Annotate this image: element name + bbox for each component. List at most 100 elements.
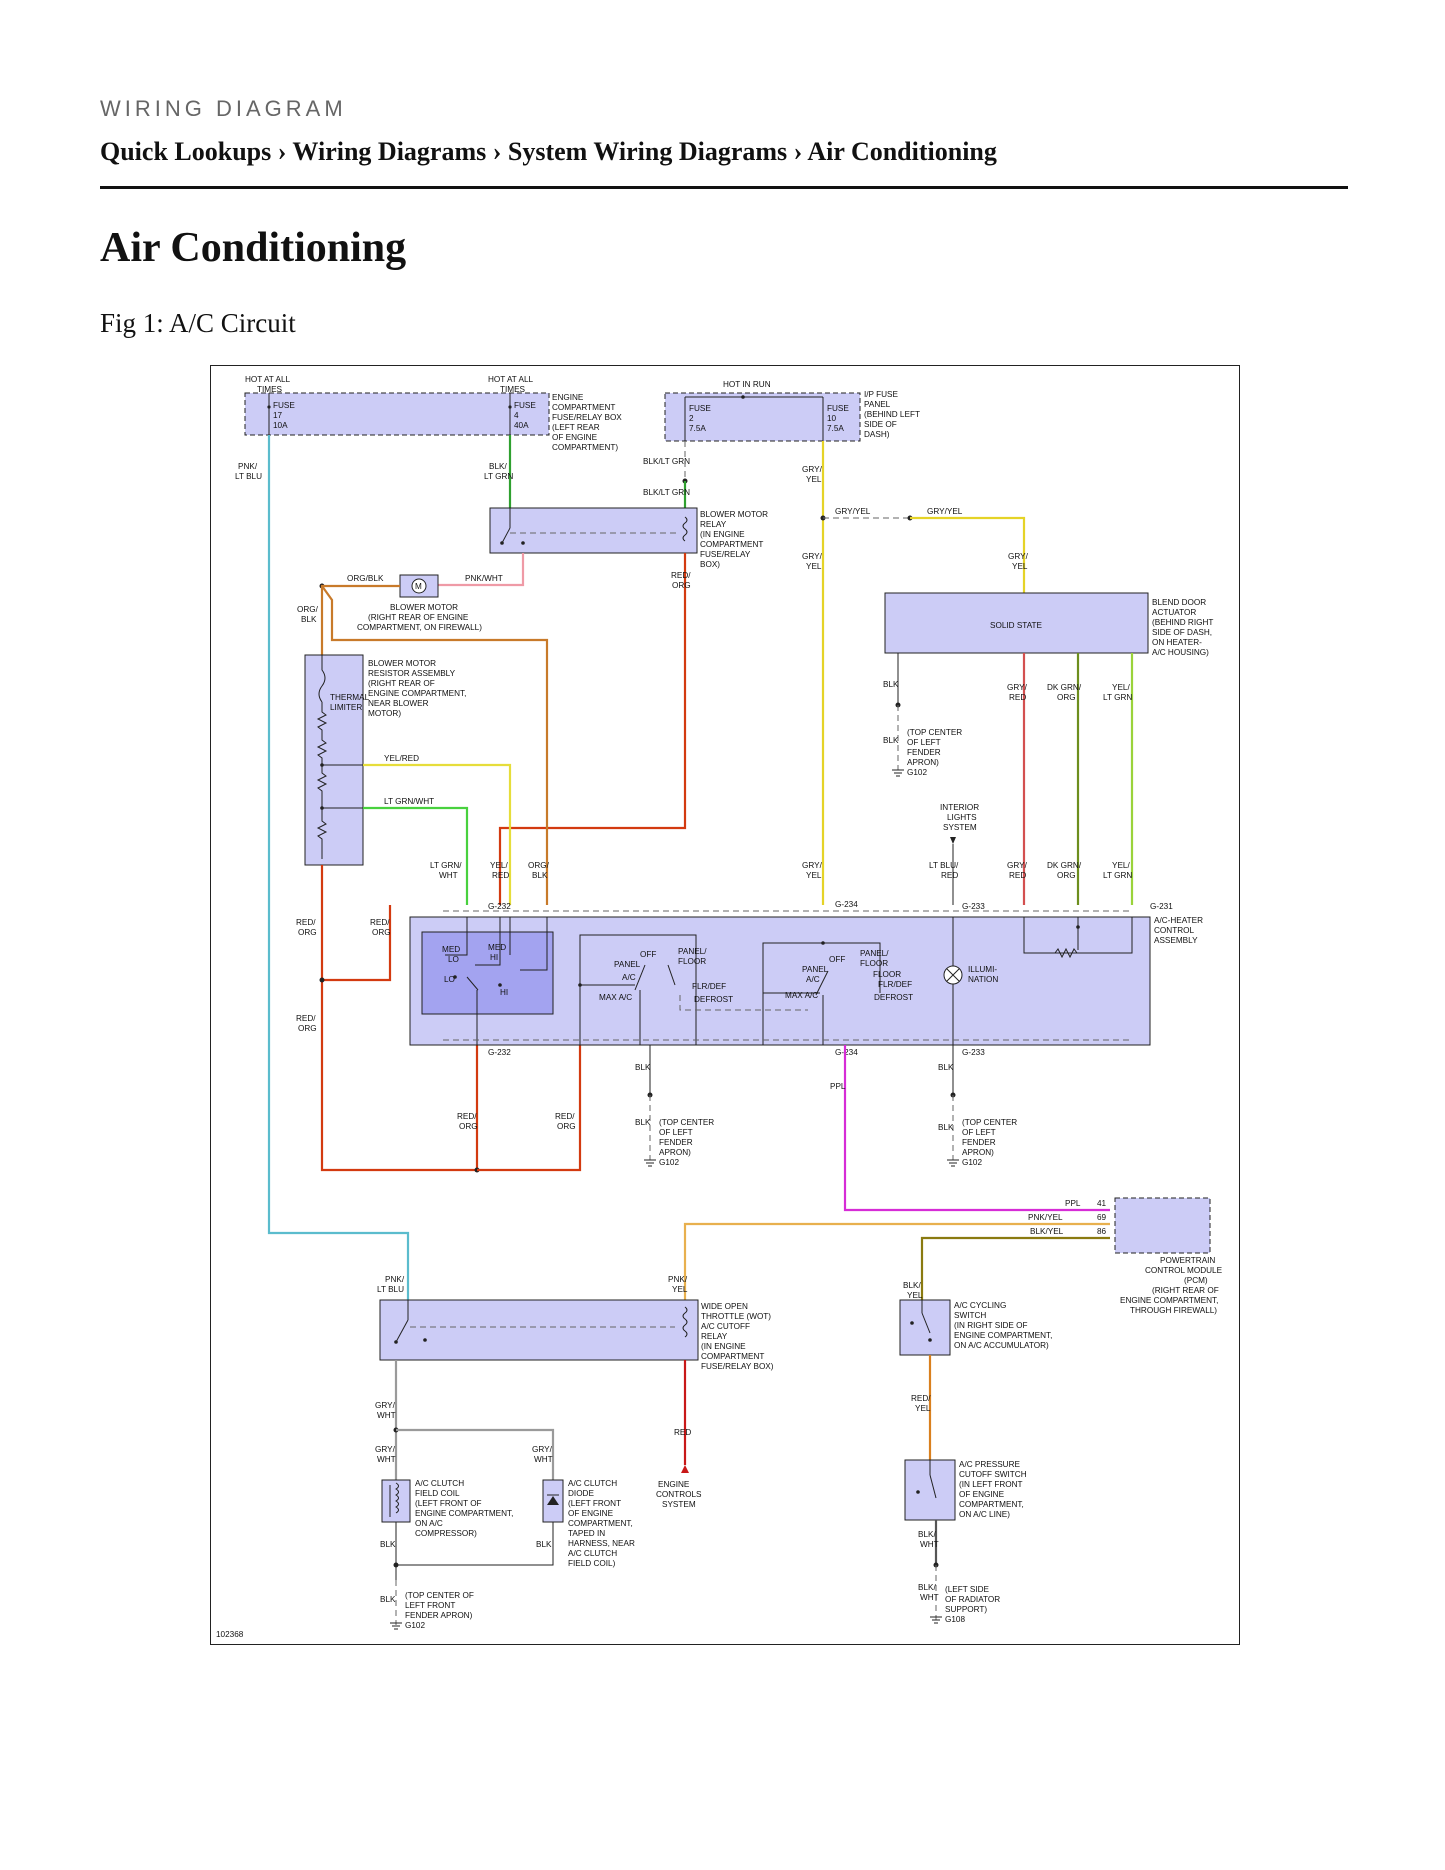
breadcrumb[interactable]: Quick Lookups › Wiring Diagrams › System…	[100, 137, 997, 166]
svg-text:BLOWER MOTOR: BLOWER MOTOR	[390, 603, 458, 612]
svg-text:RED/: RED/	[671, 571, 691, 580]
svg-text:TAPED IN: TAPED IN	[568, 1529, 605, 1538]
svg-text:GRY/: GRY/	[802, 465, 823, 474]
svg-text:BLK: BLK	[938, 1063, 954, 1072]
svg-text:RED/: RED/	[296, 918, 316, 927]
svg-text:YEL: YEL	[915, 1404, 931, 1413]
svg-text:OFF: OFF	[640, 950, 656, 959]
svg-text:TIMES: TIMES	[500, 385, 526, 394]
svg-text:LO: LO	[444, 975, 455, 984]
ip-fuse-panel: HOT IN RUN FUSE 2 7.5A FUSE 10 7.5A I/P …	[664, 380, 920, 442]
ac-circuit-diagram: HOT AT ALL TIMES HOT AT ALL TIMES FUSE 1…	[210, 365, 1240, 1645]
svg-text:FUSE/RELAY BOX: FUSE/RELAY BOX	[552, 413, 622, 422]
svg-text:YEL/: YEL/	[1112, 683, 1130, 692]
svg-text:OF LEFT: OF LEFT	[907, 738, 941, 747]
svg-text:FUSE: FUSE	[273, 401, 295, 410]
svg-text:BLK: BLK	[635, 1063, 651, 1072]
svg-text:ACTUATOR: ACTUATOR	[1152, 608, 1196, 617]
header-divider	[100, 186, 1348, 189]
svg-text:A/C PRESSURE: A/C PRESSURE	[959, 1460, 1021, 1469]
svg-text:YEL/: YEL/	[490, 861, 508, 870]
svg-text:G-231: G-231	[1150, 902, 1173, 911]
svg-text:G-233: G-233	[962, 1048, 985, 1057]
svg-text:FUSE/RELAY BOX): FUSE/RELAY BOX)	[701, 1362, 774, 1371]
svg-text:PANEL: PANEL	[614, 960, 641, 969]
svg-text:WIDE OPEN: WIDE OPEN	[701, 1302, 748, 1311]
wot-ac-cutoff-relay: WIDE OPEN THROTTLE (WOT) A/C CUTOFF RELA…	[379, 1299, 774, 1371]
svg-text:(PCM): (PCM)	[1184, 1276, 1208, 1285]
svg-text:FENDER APRON): FENDER APRON)	[405, 1611, 473, 1620]
svg-text:(TOP CENTER: (TOP CENTER	[962, 1118, 1017, 1127]
svg-text:ENGINE COMPARTMENT,: ENGINE COMPARTMENT,	[954, 1331, 1052, 1340]
svg-text:PNK/: PNK/	[668, 1275, 688, 1284]
svg-text:APRON): APRON)	[659, 1148, 691, 1157]
svg-text:G-232: G-232	[488, 902, 511, 911]
svg-text:THROTTLE (WOT): THROTTLE (WOT)	[701, 1312, 771, 1321]
svg-text:(LEFT FRONT: (LEFT FRONT	[568, 1499, 621, 1508]
svg-text:DK GRN/: DK GRN/	[1047, 861, 1082, 870]
svg-text:GRY/: GRY/	[375, 1401, 396, 1410]
svg-text:ENGINE COMPARTMENT,: ENGINE COMPARTMENT,	[415, 1509, 513, 1518]
svg-text:BLK: BLK	[536, 1540, 552, 1549]
svg-text:PANEL/: PANEL/	[678, 947, 707, 956]
svg-text:COMPARTMENT: COMPARTMENT	[700, 540, 763, 549]
svg-text:SIDE OF: SIDE OF	[864, 420, 897, 429]
svg-text:A/C: A/C	[622, 973, 636, 982]
svg-text:DEFROST: DEFROST	[874, 993, 913, 1002]
svg-text:ON A/C LINE): ON A/C LINE)	[959, 1510, 1010, 1519]
svg-text:(LEFT REAR: (LEFT REAR	[552, 423, 600, 432]
svg-text:RED: RED	[1009, 693, 1026, 702]
svg-text:(RIGHT REAR OF ENGINE: (RIGHT REAR OF ENGINE	[368, 613, 469, 622]
svg-text:(TOP CENTER: (TOP CENTER	[659, 1118, 714, 1127]
svg-text:FUSE: FUSE	[827, 404, 849, 413]
page-title: Air Conditioning	[100, 225, 407, 271]
svg-text:OF LEFT: OF LEFT	[659, 1128, 693, 1137]
svg-text:GRY/: GRY/	[1007, 861, 1028, 870]
wire-pnk-ltblu	[267, 435, 410, 1300]
svg-text:ENGINE COMPARTMENT,: ENGINE COMPARTMENT,	[1120, 1296, 1218, 1305]
svg-text:(IN ENGINE: (IN ENGINE	[701, 1342, 746, 1351]
svg-text:PANEL/: PANEL/	[860, 949, 889, 958]
wire-pnk-wht	[438, 553, 525, 587]
svg-text:ILLUMI-: ILLUMI-	[968, 965, 997, 974]
wire-gry-yel-blend	[910, 516, 1026, 593]
svg-text:RELAY: RELAY	[700, 520, 727, 529]
svg-text:COMPARTMENT,: COMPARTMENT,	[568, 1519, 633, 1528]
svg-text:ORG: ORG	[298, 928, 317, 937]
svg-text:A/C-HEATER: A/C-HEATER	[1154, 916, 1203, 925]
svg-text:FLOOR: FLOOR	[678, 957, 706, 966]
ac-clutch-diode: A/C CLUTCH DIODE (LEFT FRONT OF ENGINE C…	[542, 1479, 635, 1568]
svg-text:HI: HI	[500, 988, 508, 997]
svg-text:WHT: WHT	[920, 1540, 939, 1549]
svg-text:OF ENGINE: OF ENGINE	[568, 1509, 614, 1518]
svg-text:GRY/: GRY/	[802, 552, 823, 561]
svg-text:CONTROL MODULE: CONTROL MODULE	[1145, 1266, 1223, 1275]
svg-text:THERMAL: THERMAL	[330, 693, 370, 702]
svg-text:GRY/: GRY/	[532, 1445, 553, 1454]
svg-text:HOT IN RUN: HOT IN RUN	[723, 380, 771, 389]
svg-text:FUSE: FUSE	[689, 404, 711, 413]
blower-motor: M BLOWER MOTOR (RIGHT REAR OF ENGINE COM…	[357, 574, 482, 632]
svg-text:BOX): BOX)	[700, 560, 720, 569]
svg-text:INTERIOR: INTERIOR	[940, 803, 979, 812]
svg-text:RELAY: RELAY	[701, 1332, 728, 1341]
svg-text:BLK: BLK	[380, 1595, 396, 1604]
svg-text:BLEND DOOR: BLEND DOOR	[1152, 598, 1206, 607]
svg-text:OF ENGINE: OF ENGINE	[959, 1490, 1005, 1499]
svg-text:PANEL: PANEL	[802, 965, 829, 974]
svg-text:RED/: RED/	[555, 1112, 575, 1121]
svg-text:PNK/: PNK/	[238, 462, 258, 471]
svg-text:OFF: OFF	[829, 955, 845, 964]
svg-text:G102: G102	[907, 768, 927, 777]
svg-text:LT BLU/: LT BLU/	[929, 861, 959, 870]
svg-text:NATION: NATION	[968, 975, 998, 984]
svg-text:RED/: RED/	[911, 1394, 931, 1403]
svg-text:YEL: YEL	[907, 1291, 923, 1300]
svg-text:FENDER: FENDER	[907, 748, 941, 757]
svg-text:OF LEFT: OF LEFT	[962, 1128, 996, 1137]
svg-text:BLK/: BLK/	[918, 1583, 936, 1592]
svg-text:G-234: G-234	[835, 1048, 858, 1057]
svg-text:BLK/: BLK/	[489, 462, 507, 471]
svg-text:MED: MED	[488, 943, 506, 952]
svg-text:WHT: WHT	[439, 871, 458, 880]
